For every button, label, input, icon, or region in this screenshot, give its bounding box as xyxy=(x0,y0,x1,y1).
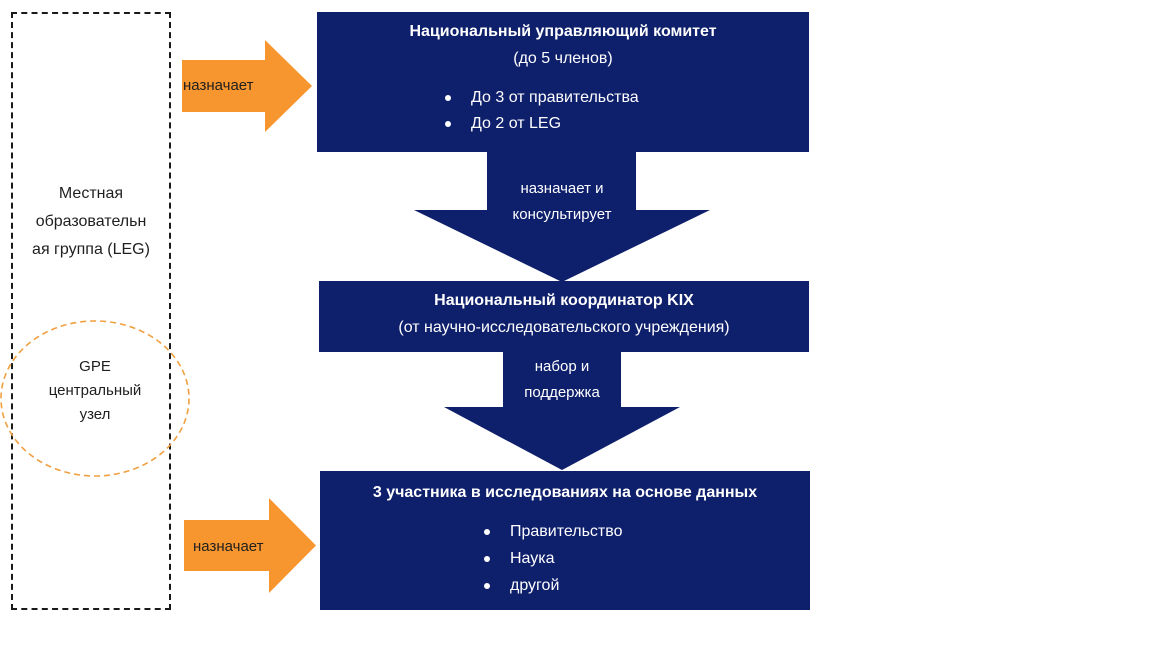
gpe-hub-oval xyxy=(0,320,190,477)
connector-2-label: набор и поддержка xyxy=(524,358,600,401)
committee-members-list: До 3 от правительства До 2 от LEG xyxy=(445,88,639,134)
national-steering-committee-box: Национальный управляющий комитет (до 5 ч… xyxy=(317,12,809,152)
list-item: До 2 от LEG xyxy=(445,114,639,134)
participants-title: 3 участника в исследованиях на основе да… xyxy=(372,484,758,501)
list-item: До 3 от правительства xyxy=(445,88,639,108)
connector-arrow-1 xyxy=(414,152,710,282)
committee-title: Национальный управляющий комитет xyxy=(409,23,717,40)
list-item: Правительство xyxy=(484,521,622,543)
coordinator-title: Национальный координатор KIX xyxy=(434,292,694,309)
gpe-hub-label: GPE центральный узел xyxy=(48,358,142,423)
research-participants-box: 3 участника в исследованиях на основе да… xyxy=(320,471,810,610)
assign-arrow-committee xyxy=(182,40,312,132)
coordinator-subtitle: (от научно-исследовательского учреждения… xyxy=(398,319,730,336)
connector-1-label: назначает и консультирует xyxy=(512,180,612,223)
assign-arrow-participants xyxy=(184,498,316,593)
list-item: другой xyxy=(484,575,622,597)
committee-subtitle: (до 5 членов) xyxy=(513,50,613,67)
leg-group-box xyxy=(11,12,171,610)
connector-arrow-2 xyxy=(444,352,680,470)
assign-arrow-participants-label: назначает xyxy=(193,538,264,555)
list-item: Наука xyxy=(484,548,622,570)
leg-group-label: Местная образовательн ая группа (LEG) xyxy=(32,185,150,258)
kix-coordinator-box: Национальный координатор KIX (от научно-… xyxy=(319,281,809,352)
participants-list: Правительство Наука другой xyxy=(484,521,622,597)
assign-arrow-committee-label: назначает xyxy=(183,77,254,94)
